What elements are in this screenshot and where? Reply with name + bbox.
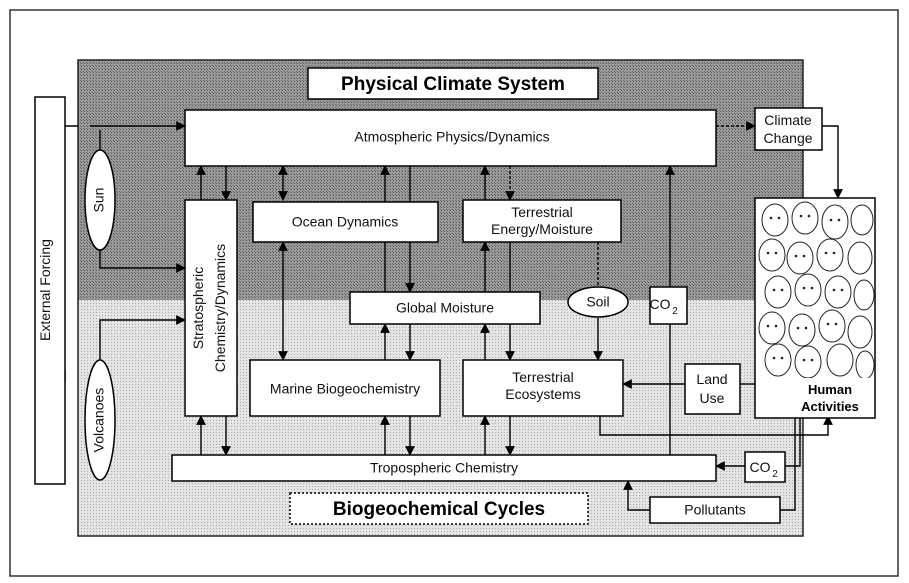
terrestrial-energy-label-2: Energy/Moisture (491, 221, 593, 237)
volcanoes-label: Volcanoes (91, 388, 107, 453)
stratospheric-box (184, 199, 238, 417)
ocean-dynamics-label: Ocean Dynamics (292, 214, 399, 230)
terrestrial-eco-label-2: Ecosystems (505, 386, 580, 402)
human-label-2: Activities (801, 399, 859, 414)
climate-change-box (754, 107, 823, 151)
co2-low-label: CO (750, 459, 771, 475)
global-moisture-label: Global Moisture (396, 300, 494, 316)
human-activities-panel: Human Activities (754, 197, 876, 419)
global-moisture-box (349, 291, 541, 325)
co2-mid-sub: 2 (672, 306, 678, 317)
ocean-dynamics-box (252, 201, 439, 243)
external-forcing-box (34, 96, 66, 485)
physical-title-box (307, 67, 599, 100)
marine-bio-box (249, 359, 441, 417)
terrestrial-eco-box (462, 359, 624, 417)
tropospheric-box (171, 454, 717, 482)
land-use-label-2: Use (700, 390, 725, 406)
sun-ellipse (84, 149, 116, 251)
volcanoes-ellipse (84, 359, 116, 481)
physical-title: Physical Climate System (341, 74, 565, 95)
climate-change-label-1: Climate (764, 112, 812, 128)
sun-label: Sun (91, 188, 107, 213)
faces-illustration (758, 201, 875, 380)
co2-low-sub: 2 (772, 469, 778, 480)
soil-ellipse (567, 286, 629, 318)
pollutants-box (649, 496, 781, 524)
terrestrial-energy-label-1: Terrestrial (511, 204, 572, 220)
biogeo-title-box (289, 492, 589, 525)
pollutants-label: Pollutants (684, 502, 745, 518)
co2-mid-box (649, 286, 688, 325)
co2-mid-label: CO (650, 296, 671, 312)
atmospheric-label: Atmospheric Physics/Dynamics (354, 129, 549, 145)
soil-label: Soil (586, 294, 609, 310)
connectors (64, 126, 843, 511)
land-use-box (684, 363, 741, 415)
stratospheric-label-2: Chemistry/Dynamics (212, 244, 228, 372)
external-forcing-label: External Forcing (37, 239, 53, 341)
marine-bio-label: Marine Biogeochemistry (270, 381, 420, 397)
land-use-label-1: Land (696, 371, 727, 387)
atmospheric-box (184, 109, 717, 167)
co2-low-box (744, 451, 786, 483)
human-label-1: Human (808, 382, 852, 397)
terrestrial-eco-label-1: Terrestrial (512, 369, 573, 385)
biogeo-title: Biogeochemical Cycles (333, 499, 545, 520)
terrestrial-energy-box (462, 199, 622, 243)
tropospheric-label: Tropospheric Chemistry (370, 460, 518, 476)
climate-change-label-2: Change (763, 130, 812, 146)
stratospheric-label-1: Stratospheric (190, 267, 206, 349)
